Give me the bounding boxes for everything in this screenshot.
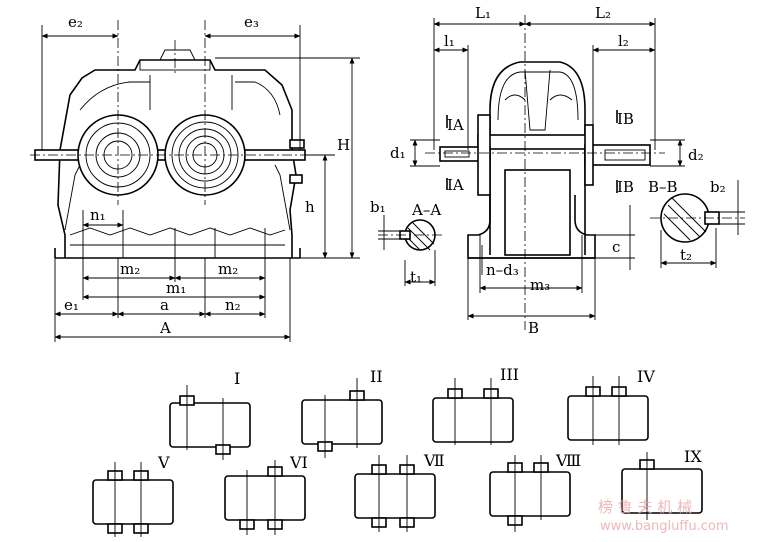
- dim-e3: e₃: [244, 13, 259, 31]
- section-B-B: B–B b₂ t₂: [648, 178, 745, 268]
- section-A-A-title: A–A: [411, 201, 441, 219]
- dim-b2: b₂: [710, 178, 726, 196]
- dim-H: H: [337, 136, 350, 154]
- dim-L2: L₂: [595, 4, 611, 22]
- dim-n-d3: n–d₃: [486, 261, 519, 279]
- assembly-I: I: [169, 369, 251, 460]
- dim-a: a: [160, 296, 169, 314]
- assembly-VI: VI: [224, 453, 308, 535]
- dim-L1: L₁: [475, 4, 491, 22]
- assembly-V: V: [92, 453, 174, 537]
- assembly-IX-label: IX: [684, 447, 702, 466]
- assembly-V-label: V: [157, 453, 170, 472]
- assembly-II-label: II: [370, 367, 383, 386]
- assembly-IV-label: IV: [637, 367, 655, 386]
- assembly-VIII-label: Ⅷ: [555, 451, 581, 470]
- dim-e2: e₂: [68, 13, 83, 31]
- dim-m2-left: m₂: [120, 260, 140, 278]
- dim-B: B: [528, 319, 539, 337]
- dim-l2: l₂: [618, 32, 629, 50]
- dim-b1: b₁: [370, 198, 386, 216]
- assembly-VII-label: Ⅶ: [423, 451, 445, 470]
- assembly-VII: Ⅶ: [354, 451, 445, 532]
- dim-t2: t₂: [680, 246, 692, 264]
- dim-d2: d₂: [688, 146, 704, 164]
- assembly-IX: IX: [621, 447, 703, 520]
- dim-e1: e₁: [64, 296, 79, 314]
- front-view: [30, 20, 315, 259]
- assembly-IV: IV: [567, 367, 655, 445]
- dim-d1: d₁: [390, 144, 406, 162]
- section-mark-A-bottom: ⅠA: [447, 176, 464, 194]
- dim-n2: n₂: [225, 296, 241, 314]
- dim-A: A: [159, 319, 171, 337]
- section-mark-A-top: ⅠA: [447, 116, 464, 134]
- dim-n1: n₁: [90, 206, 106, 224]
- assembly-II: II: [301, 367, 383, 458]
- side-view: [425, 15, 665, 330]
- watermark-brand: 榜 鲁 夫 机 械: [598, 498, 692, 516]
- front-view-dimensions: e₂ e₃ H h n₁ m₂ m₂ m₁ e₁ a n₂ A: [41, 13, 360, 342]
- side-view-dimensions: L₁ L₂ l₁ l₂ ⅠA ⅠA ⅠB ⅠB d₁ d₂ c n–d₃ m₃ …: [390, 4, 704, 337]
- assembly-diagrams: I II III IV: [92, 365, 703, 537]
- assembly-III: III: [432, 365, 519, 445]
- dim-m3: m₃: [530, 276, 550, 294]
- dim-m1: m₁: [166, 279, 186, 297]
- assembly-I-label: I: [234, 369, 240, 388]
- watermark-url: www.bangluffu.com: [600, 519, 729, 534]
- section-mark-B-top: ⅠB: [617, 110, 634, 128]
- dim-c: c: [612, 238, 620, 256]
- section-A-A: A–A b₁ t₁: [370, 198, 445, 286]
- section-mark-B-bottom: ⅠB: [617, 178, 634, 196]
- assembly-VI-label: VI: [289, 453, 308, 472]
- dim-h: h: [305, 198, 315, 216]
- section-B-B-title: B–B: [648, 178, 678, 196]
- watermark: 榜 鲁 夫 机 械 www.bangluffu.com: [598, 498, 729, 534]
- assembly-III-label: III: [500, 365, 519, 384]
- dim-m2-right: m₂: [218, 260, 238, 278]
- dim-l1: l₁: [444, 32, 455, 50]
- assembly-VIII: Ⅷ: [489, 451, 581, 532]
- dim-t1: t₁: [410, 268, 422, 286]
